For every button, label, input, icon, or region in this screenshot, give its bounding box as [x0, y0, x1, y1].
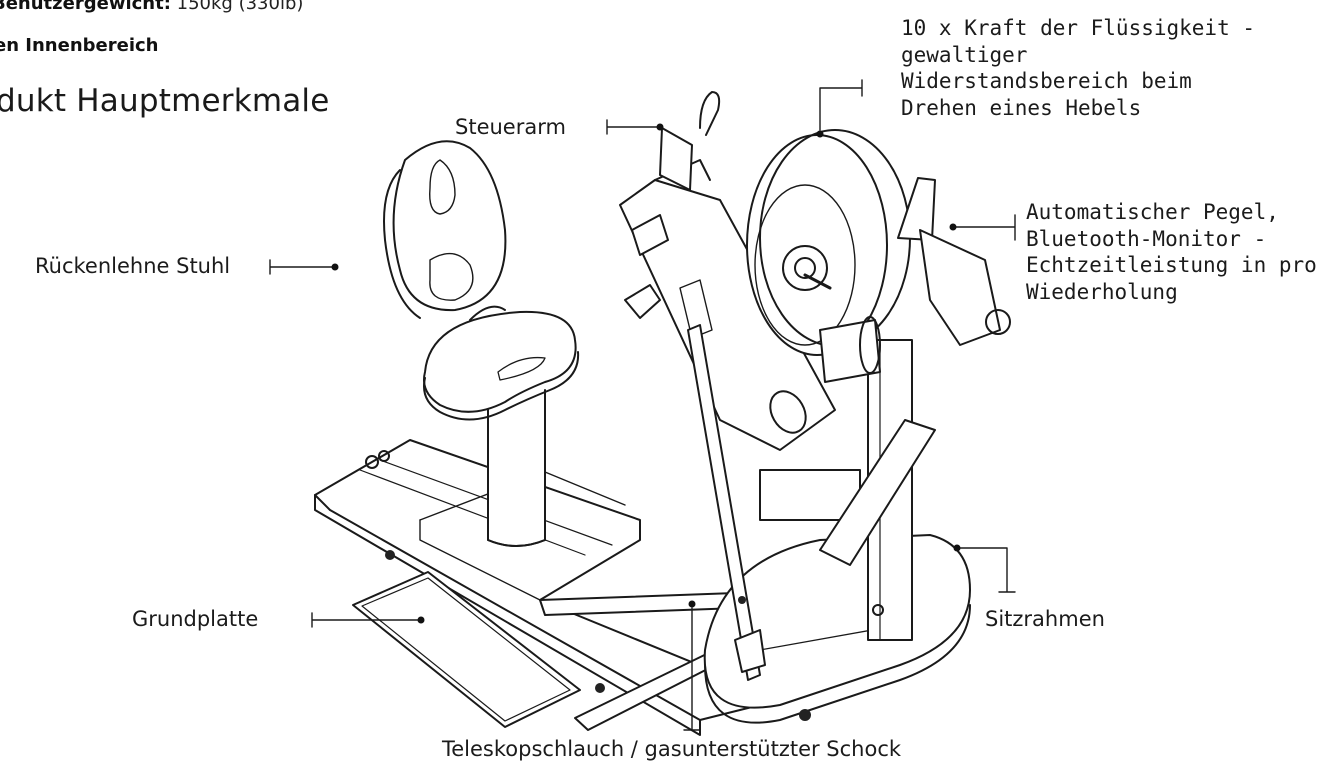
seat — [423, 310, 580, 421]
cross-tube — [819, 316, 881, 383]
label-kraft-line: Widerstandsbereich beim — [901, 69, 1192, 94]
label-sitzrahmen: Sitzrahmen — [985, 607, 1105, 631]
label-kraft-line: gewaltiger — [901, 42, 1028, 67]
backrest — [383, 140, 507, 321]
max-weight-value: 150kg (330lb) — [176, 0, 304, 14]
label-steuerarm: Steuerarm — [455, 115, 566, 139]
label-monitor-line: Wiederholung — [1026, 279, 1178, 304]
label-kraft: 10 x Kraft der Flüssigkeit - gewaltiger … — [901, 15, 1255, 122]
max-weight-line: Benutzergewicht: 150kg (330lb) — [0, 0, 303, 15]
seat-pillar — [487, 389, 546, 547]
monitor — [897, 177, 1011, 346]
control-arm — [619, 91, 836, 451]
label-monitor-line: Bluetooth-Monitor - — [1026, 226, 1267, 251]
indoor-use-line: en Innenbereich — [0, 35, 159, 56]
max-weight-label: Benutzergewicht: — [0, 0, 171, 14]
label-monitor: Automatischer Pegel, Bluetooth-Monitor -… — [1026, 199, 1317, 306]
gas-shock — [687, 324, 766, 681]
leader-lines — [269, 79, 1016, 731]
foot-plate — [352, 571, 581, 728]
label-monitor-line: Echtzeitleistung in pro — [1026, 253, 1317, 278]
label-teleskop: Teleskopschlauch / gasunterstützter Scho… — [442, 737, 902, 761]
label-kraft-line: Drehen eines Hebels — [901, 95, 1142, 120]
flywheel — [746, 129, 911, 356]
label-monitor-line: Automatischer Pegel, — [1026, 200, 1279, 224]
label-kraft-line: 10 x Kraft der Flüssigkeit - — [901, 16, 1256, 40]
frame-column — [759, 339, 936, 641]
label-rueckenlehne: Rückenlehne Stuhl — [35, 254, 231, 278]
label-grundplatte: Grundplatte — [132, 607, 259, 631]
section-title: dukt Hauptmerkmale — [0, 83, 330, 119]
